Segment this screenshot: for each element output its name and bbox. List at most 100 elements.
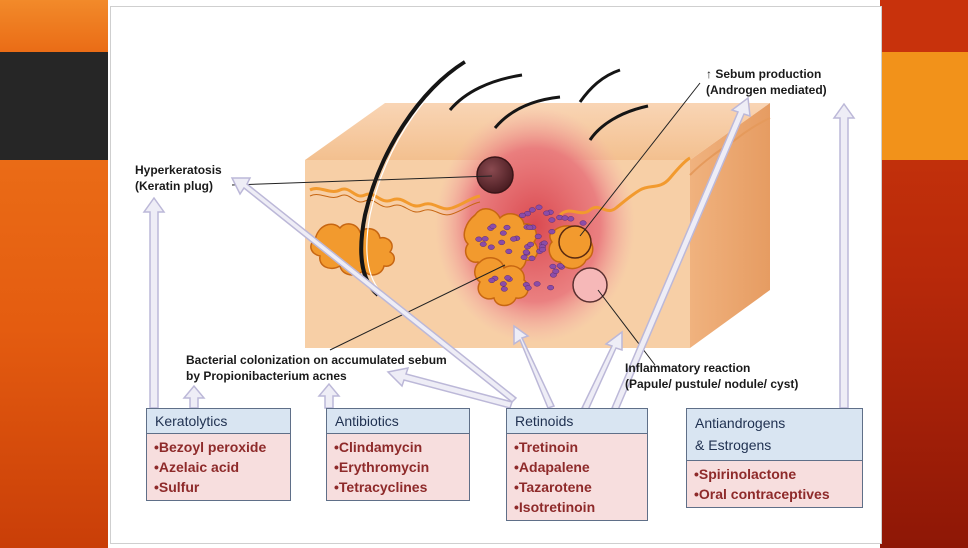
sebum-pointer	[579, 82, 701, 237]
bacterium	[567, 216, 575, 222]
bacterium	[475, 236, 483, 242]
antibiotics-item: •Tetracyclines	[334, 479, 428, 495]
long-hair	[359, 60, 467, 297]
bacterium	[533, 281, 541, 287]
keratolytics-item: •Azelaic acid	[154, 459, 240, 475]
antibiotics-item: •Erythromycin	[334, 459, 430, 475]
keratolytics-items: •Bezoyl peroxide •Azelaic acid •Sulfur	[147, 434, 290, 500]
bacterium	[526, 224, 534, 231]
keratolytics-arrow-hyperkeratosis	[142, 196, 166, 409]
bacterium	[549, 263, 557, 270]
bacterium	[487, 244, 495, 250]
bacterium	[552, 268, 560, 274]
right-bar-orange-block	[880, 52, 968, 160]
bacterium	[534, 233, 542, 240]
pustule	[558, 225, 592, 259]
label-inflammatory-reaction: Inflammatory reaction (Papule/ pustule/ …	[625, 360, 798, 392]
right-decorative-bar	[880, 0, 968, 548]
bacterium	[518, 212, 526, 219]
pointer-lines	[231, 82, 701, 366]
bacterium	[524, 285, 532, 291]
bacterium	[479, 241, 487, 247]
hyperkeratosis-pointer	[231, 175, 493, 186]
retinoids-title: Retinoids	[507, 409, 647, 434]
label-bacterial-line2: by Propionibacterium acnes	[186, 369, 347, 383]
bacterium	[499, 281, 507, 287]
antiandrogens-box: Antiandrogens & Estrogens •Spirinolacton…	[686, 408, 863, 508]
retinoids-arrow-sebum	[610, 96, 751, 411]
bacterium	[535, 204, 543, 210]
retinoids-box: Retinoids •Tretinoin •Adapalene •Tazarot…	[506, 408, 648, 521]
skin-side-face	[690, 103, 770, 348]
label-hyperkeratosis-line2: (Keratin plug)	[135, 179, 213, 193]
bacterium	[556, 263, 564, 269]
retinoids-arrow-hyperkeratosis	[230, 177, 518, 404]
left-bar-dark-block	[0, 52, 108, 160]
retinoids-item: •Tretinoin	[514, 439, 579, 455]
antibiotics-title: Antibiotics	[327, 409, 469, 434]
label-inflammatory-line2: (Papule/ pustule/ nodule/ cyst)	[625, 377, 799, 391]
bacterium	[547, 284, 555, 291]
long-hair-highlight	[366, 63, 467, 293]
bacterium	[522, 249, 530, 255]
bacterium	[498, 239, 506, 246]
antiandrogens-title-line2: & Estrogens	[695, 437, 772, 453]
keratolytics-title: Keratolytics	[147, 409, 290, 434]
keratolytics-arrow-bacterial	[182, 384, 206, 409]
follicle-wall-inner	[309, 194, 481, 216]
bacterium	[499, 230, 507, 236]
antibiotics-item: •Clindamycin	[334, 439, 423, 455]
follicle-wall	[309, 156, 691, 217]
bacterium	[527, 241, 535, 248]
antibiotics-box: Antibiotics •Clindamycin •Erythromycin •…	[326, 408, 470, 501]
bacterium	[481, 236, 489, 242]
retinoids-item: •Adapalene	[514, 459, 590, 475]
bacterium	[504, 275, 512, 281]
keratolytics-box: Keratolytics •Bezoyl peroxide •Azelaic a…	[146, 408, 291, 501]
keratin-plug	[476, 156, 514, 194]
short-hair-2	[493, 95, 561, 129]
bacterium	[503, 224, 511, 231]
bacterium	[505, 248, 513, 255]
short-hair-4	[588, 104, 649, 141]
antiandrogens-title-line1: Antiandrogens	[695, 415, 786, 431]
retinoids-arrow-inflammation	[580, 330, 623, 411]
inflammatory-nodule	[572, 267, 608, 303]
label-hyperkeratosis: Hyperkeratosis (Keratin plug)	[135, 162, 222, 194]
keratolytics-item: •Sulfur	[154, 479, 200, 495]
sebaceous-glands	[310, 208, 594, 307]
antiandrogens-items: •Spirinolactone •Oral contraceptives	[687, 461, 862, 507]
bacterium	[539, 246, 547, 253]
bacteria-pointer	[329, 264, 506, 351]
antibiotics-items: •Clindamycin •Erythromycin •Tetracycline…	[327, 434, 469, 500]
bacterium	[488, 277, 496, 284]
retinoids-items: •Tretinoin •Adapalene •Tazarotene •Isotr…	[507, 434, 647, 520]
label-bacterial-line1: Bacterial colonization on accumulated se…	[186, 353, 447, 367]
inflammation-pointer	[597, 289, 656, 366]
right-bar-top-block	[880, 0, 968, 52]
bacterium	[489, 223, 497, 229]
skin-side-ridge	[689, 117, 771, 176]
short-hair-1	[448, 73, 523, 111]
bacterium	[528, 207, 536, 213]
label-inflammatory-line1: Inflammatory reaction	[625, 361, 751, 375]
left-decorative-bar	[0, 0, 108, 548]
antiandrogens-item: •Oral contraceptives	[694, 486, 830, 502]
bacterium	[500, 286, 508, 292]
bacterium	[528, 255, 536, 261]
label-sebum-line2: (Androgen mediated)	[706, 83, 827, 97]
bacterium	[548, 217, 556, 223]
bacterium	[510, 236, 518, 242]
label-hyperkeratosis-line1: Hyperkeratosis	[135, 163, 222, 177]
label-bacterial-colonization: Bacterial colonization on accumulated se…	[186, 352, 447, 384]
antiandrogens-arrow-sebum	[832, 102, 856, 409]
antibiotics-arrow-bacterial	[317, 382, 341, 409]
bacteria-cluster	[475, 204, 587, 292]
retinoids-arrow-gland	[513, 324, 556, 409]
antiandrogens-title: Antiandrogens & Estrogens	[687, 409, 862, 461]
label-sebum-production: ↑ Sebum production (Androgen mediated)	[706, 66, 827, 98]
short-hair-3	[578, 68, 621, 103]
bacterium	[543, 210, 551, 216]
label-sebum-line1: ↑ Sebum production	[706, 67, 822, 81]
